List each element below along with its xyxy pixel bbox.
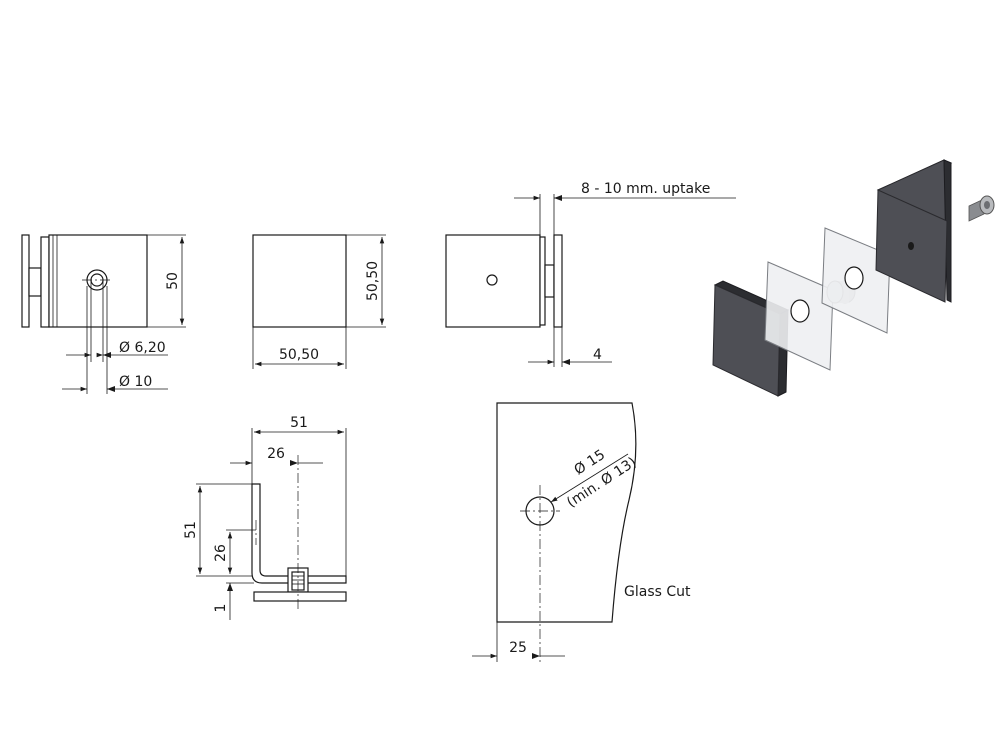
dim-section-total-height: 51 xyxy=(183,521,199,539)
gasket-front xyxy=(764,261,834,371)
side-view-right xyxy=(445,194,736,367)
dim-section-base: 1 xyxy=(213,604,229,613)
side-view-left xyxy=(21,234,186,394)
glass-cut-label: Glass Cut xyxy=(624,584,691,600)
dim-big-diameter: Ø 10 xyxy=(119,374,152,390)
dim-small-diameter: Ø 6,20 xyxy=(119,340,166,356)
dim-section-half-height: 26 xyxy=(213,544,229,562)
dim-section-half-width: 26 xyxy=(267,446,285,462)
section-view xyxy=(196,428,347,620)
dim-front-height: 50,50 xyxy=(365,261,381,301)
dim-section-total-width: 51 xyxy=(290,415,308,431)
gasket-rear xyxy=(821,227,891,334)
dim-thickness: 4 xyxy=(593,347,602,363)
dim-glass-edge: 25 xyxy=(509,640,527,656)
dim-front-width: 50,50 xyxy=(279,347,319,363)
dim-side-height: 50 xyxy=(165,272,181,290)
dim-uptake: 8 - 10 mm. uptake xyxy=(581,181,710,197)
glass-cut-view xyxy=(472,402,637,662)
screw xyxy=(968,195,995,222)
exploded-view xyxy=(712,159,995,397)
l-bracket xyxy=(875,159,953,303)
front-view xyxy=(252,234,386,369)
